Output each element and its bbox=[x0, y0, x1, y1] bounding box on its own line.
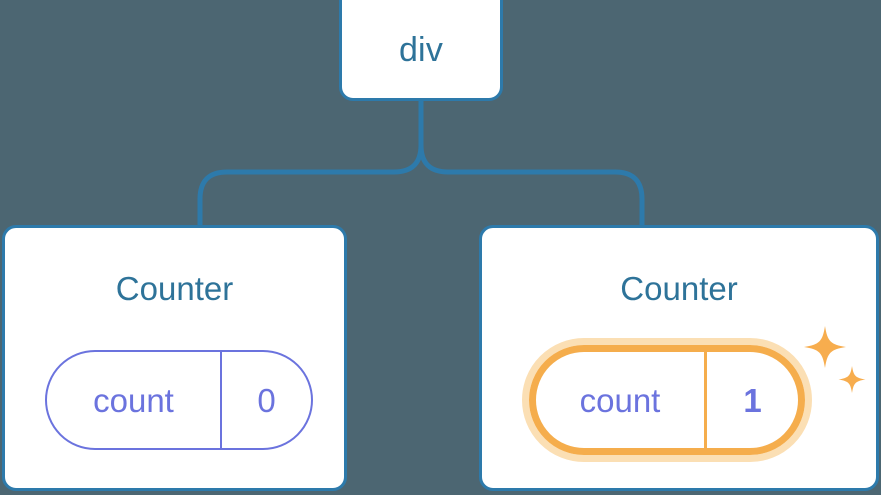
state-pill-count-right[interactable]: count 1 bbox=[529, 345, 805, 455]
state-pill-key-right: count bbox=[536, 352, 707, 448]
branch-left-path bbox=[197, 98, 424, 229]
sparkle-icon-small bbox=[838, 366, 866, 393]
component-card-counter-left[interactable]: Counter count 0 bbox=[2, 225, 347, 491]
card-title-left: Counter bbox=[115, 270, 234, 307]
state-pill-highlight-halo bbox=[522, 338, 812, 462]
branch-right-path bbox=[418, 98, 645, 229]
node-div-label: div bbox=[398, 30, 444, 69]
state-pill-value-right: 1 bbox=[743, 381, 762, 419]
component-card-counter-right[interactable]: Counter count 1 bbox=[479, 225, 879, 491]
node-div[interactable]: div bbox=[339, 0, 503, 101]
state-pill-count-left[interactable]: count 0 bbox=[45, 350, 313, 450]
card-title-right: Counter bbox=[620, 270, 738, 307]
state-pill-key-left: count bbox=[47, 352, 222, 448]
state-pill-value-left: 0 bbox=[257, 381, 276, 419]
state-pill-count-right-wrapper[interactable]: count 1 bbox=[522, 338, 812, 462]
